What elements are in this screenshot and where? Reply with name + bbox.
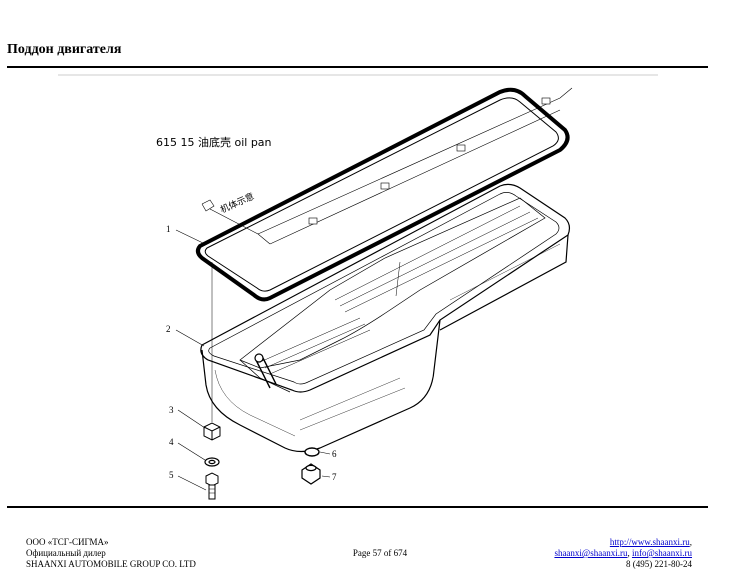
callout-7: 7: [332, 472, 337, 482]
footer-company: ООО «ТСГ-СИГМА»: [26, 537, 109, 547]
email-separator: ,: [627, 548, 632, 558]
engine-block-outline: [201, 87, 573, 245]
callout-3: 3: [169, 405, 174, 415]
drain-plug-part: [301, 463, 321, 485]
washer-part: [204, 457, 220, 467]
callout-4: 4: [169, 437, 174, 447]
website-link[interactable]: http://www.shaanxi.ru: [609, 537, 690, 547]
footer-dealer: Официальный дилер: [26, 548, 106, 558]
email-link-2[interactable]: info@shaanxi.ru: [631, 548, 692, 558]
oil-pan-body: [200, 183, 571, 453]
header-divider: [7, 66, 708, 68]
bolt-part: [205, 472, 219, 500]
footer-company-block: ООО «ТСГ-СИГМА» Официальный дилер SHAANX…: [26, 537, 196, 570]
footer-divider: [7, 506, 708, 508]
footer-contacts-block: http://www.shaanxi.ru, shaanxi@shaanxi.r…: [554, 537, 692, 570]
spacer-part: [203, 422, 221, 441]
callout-1: 1: [166, 224, 171, 234]
callout-2: 2: [166, 324, 171, 334]
page-number: Page 57 of 674: [352, 548, 408, 558]
diagram-note: 机体示意: [218, 190, 256, 216]
page-title: Поддон двигателя: [7, 42, 122, 57]
gasket: [195, 87, 570, 302]
diagram-caption: 615 15 油底壳 oil pan: [156, 135, 272, 149]
email-link-1[interactable]: shaanxi@shaanxi.ru: [554, 548, 628, 558]
callout-6: 6: [332, 449, 337, 459]
footer-group: SHAANXI AUTOMOBILE GROUP CO. LTD: [26, 559, 196, 569]
callout-5: 5: [169, 470, 174, 480]
footer-phone: 8 (495) 221-80-24: [626, 559, 692, 569]
website-suffix: ,: [689, 537, 692, 547]
callout-leaders: [175, 229, 331, 491]
seal-ring-part: [304, 447, 320, 457]
